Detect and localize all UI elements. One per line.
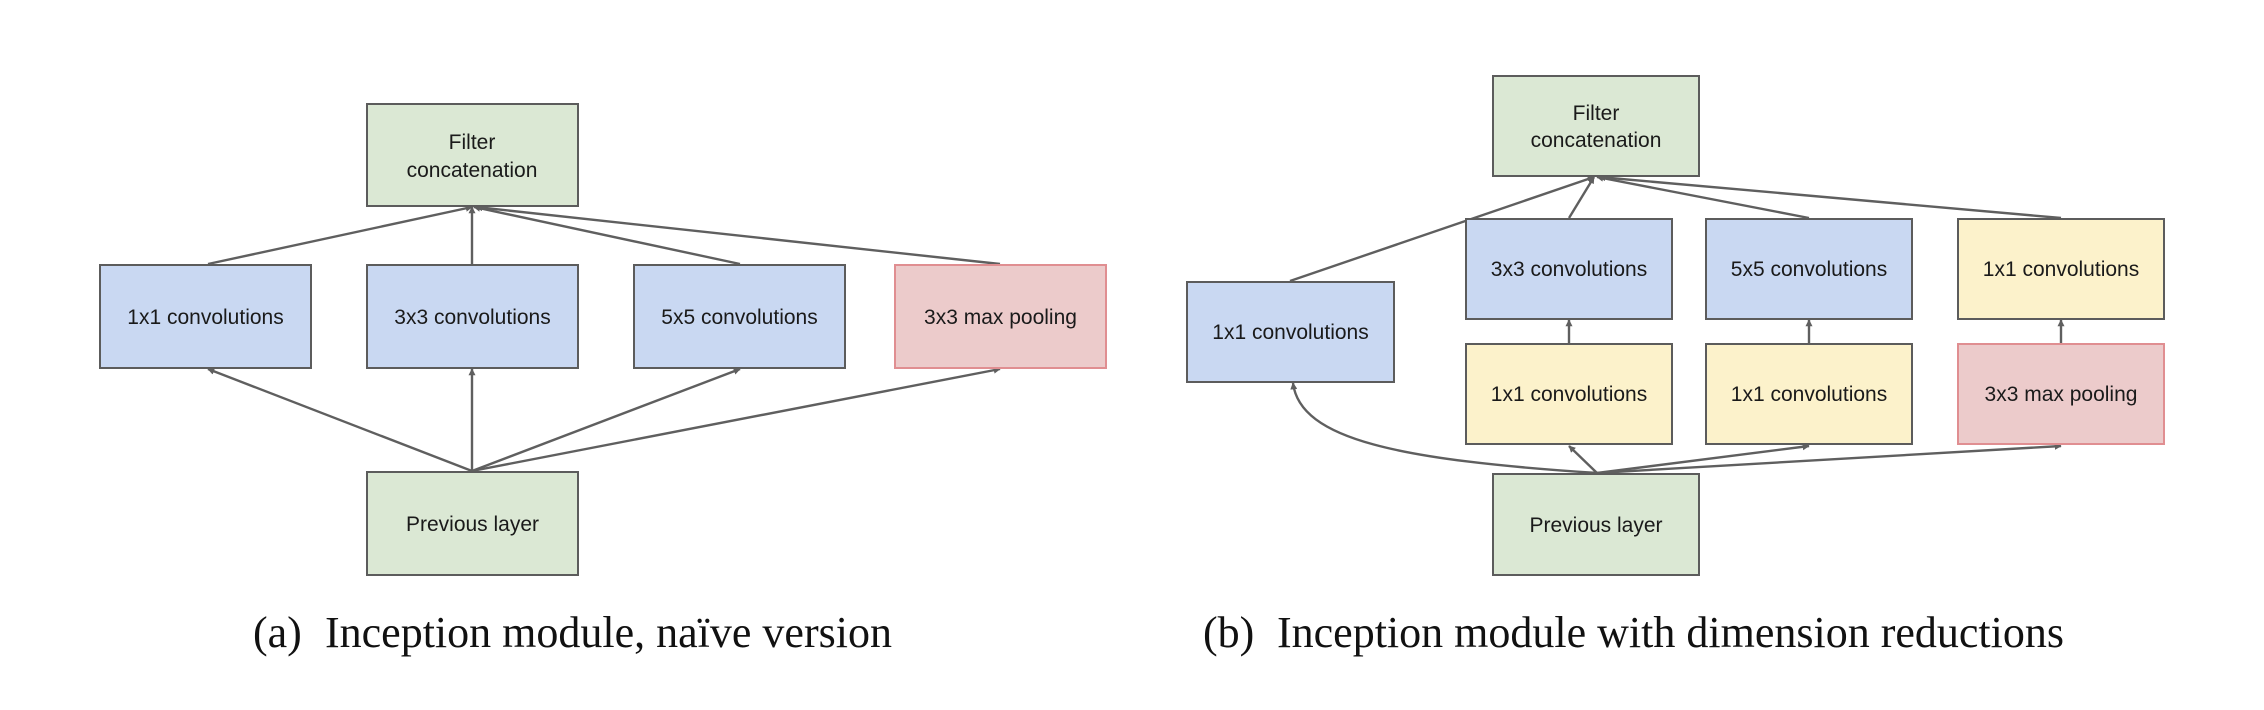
a-previous-layer-label: Previous layer <box>406 513 539 536</box>
panel-a: Filter concatenation 1x1 convolutions 3x… <box>99 103 1107 657</box>
b-filter-concat-line2: concatenation <box>1531 129 1662 152</box>
a-1x1-conv-node: 1x1 convolutions <box>99 264 312 369</box>
b-pool-projection-node: 1x1 convolutions <box>1957 218 2165 320</box>
b-3x3-reduce-label: 1x1 convolutions <box>1491 383 1647 406</box>
a-filter-concat-line2: concatenation <box>407 159 538 182</box>
a-max-pool-node: 3x3 max pooling <box>894 264 1107 369</box>
b-max-pool-label: 3x3 max pooling <box>1985 383 2138 406</box>
edge-b-prev-to-1x1 <box>1290 382 1598 475</box>
edge-a-pool-to-concat <box>475 204 1001 266</box>
edge-a-prev-to-pool <box>471 366 1001 473</box>
edge-a-1x1-to-concat <box>207 204 473 266</box>
panel-a-edges <box>207 204 1001 473</box>
edge-b-prev-to-reduce5 <box>1596 443 1810 475</box>
b-3x3-reduce-node: 1x1 convolutions <box>1465 343 1673 445</box>
edge-b-poolproj-to-concat <box>1598 174 2062 220</box>
b-previous-layer-label: Previous layer <box>1529 514 1662 537</box>
edge-b-5x5-to-concat <box>1596 174 1810 220</box>
b-5x5-conv-node: 5x5 convolutions <box>1705 218 1913 320</box>
b-1x1-conv-node: 1x1 convolutions <box>1186 281 1395 383</box>
a-filter-concatenation-node: Filter concatenation <box>366 103 579 207</box>
b-1x1-conv-label: 1x1 convolutions <box>1212 321 1368 344</box>
panel-a-caption: (a) Inception module, naïve version <box>253 608 892 657</box>
edge-b-prev-to-pool <box>1596 442 2062 475</box>
edge-b-3x3-to-concat <box>1567 176 1596 219</box>
b-5x5-conv-label: 5x5 convolutions <box>1731 258 1887 281</box>
a-caption-label: (a) <box>253 608 302 657</box>
b-3x3-conv-node: 3x3 convolutions <box>1465 218 1673 320</box>
b-5x5-reduce-label: 1x1 convolutions <box>1731 383 1887 406</box>
b-5x5-reduce-node: 1x1 convolutions <box>1705 343 1913 445</box>
edge-a-prev-to-1x1 <box>207 367 473 473</box>
edge-a-5x5-to-concat <box>473 204 741 266</box>
panel-b-edges <box>1289 174 2065 475</box>
b-pool-projection-label: 1x1 convolutions <box>1983 258 2139 281</box>
a-5x5-conv-label: 5x5 convolutions <box>661 306 817 329</box>
edge-b-1x1-to-concat <box>1289 175 1595 283</box>
b-caption-label: (b) <box>1203 608 1254 657</box>
b-filter-concatenation-node: Filter concatenation <box>1492 75 1700 177</box>
a-5x5-conv-node: 5x5 convolutions <box>633 264 846 369</box>
a-3x3-conv-label: 3x3 convolutions <box>394 306 550 329</box>
edge-b-prev-to-reduce3 <box>1568 445 1598 474</box>
b-filter-concat-line1: Filter <box>1573 102 1620 125</box>
a-previous-layer-node: Previous layer <box>366 471 579 576</box>
panel-b-caption: (b) Inception module with dimension redu… <box>1203 608 2064 657</box>
b-max-pool-node: 3x3 max pooling <box>1957 343 2165 445</box>
b-caption-text: Inception module with dimension reductio… <box>1277 608 2064 657</box>
a-filter-concat-line1: Filter <box>449 131 496 154</box>
b-3x3-conv-label: 3x3 convolutions <box>1491 258 1647 281</box>
a-3x3-conv-node: 3x3 convolutions <box>366 264 579 369</box>
a-caption-text: Inception module, naïve version <box>325 608 892 657</box>
edge-a-prev-to-5x5 <box>471 367 741 473</box>
a-max-pool-label: 3x3 max pooling <box>924 306 1077 329</box>
a-1x1-conv-label: 1x1 convolutions <box>127 306 283 329</box>
b-previous-layer-node: Previous layer <box>1492 473 1700 576</box>
panel-b: Filter concatenation 1x1 convolutions 3x… <box>1186 75 2165 657</box>
